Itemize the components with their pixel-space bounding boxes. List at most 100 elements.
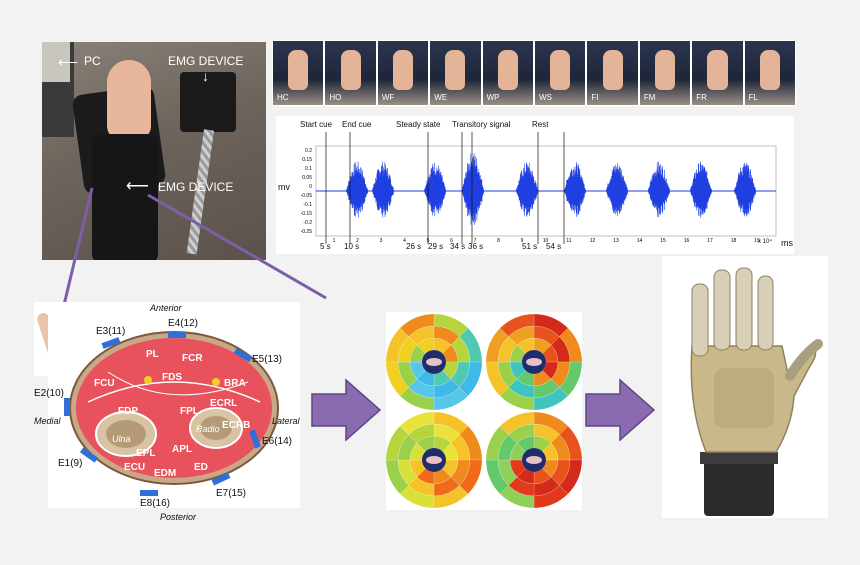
- gesture-label: HC: [277, 93, 289, 102]
- muscle-fpl: FPL: [180, 406, 199, 417]
- emg-burst-path: [371, 161, 395, 218]
- ytick-label: -0.2: [303, 220, 312, 226]
- gesture-fl: FL: [744, 41, 796, 105]
- muscle-fcr: FCR: [182, 353, 203, 364]
- heatmap-panel: [385, 312, 583, 510]
- emg-burst-path: [461, 153, 485, 225]
- heatmap-wheels: [385, 313, 583, 509]
- anterior-label: Anterior: [150, 303, 182, 313]
- gesture-label: FI: [591, 93, 599, 102]
- elec-label-e6: E6(14): [262, 436, 293, 447]
- heatmap-sector: [550, 361, 571, 388]
- arrow-pc: ⟵: [58, 54, 79, 70]
- gesture-hand: [550, 49, 571, 90]
- medial-label: Medial: [34, 416, 61, 426]
- ylabel: mv: [278, 182, 290, 192]
- gesture-hand: [288, 49, 309, 90]
- ytick-label: 0.1: [305, 166, 312, 172]
- xtick-label: 17: [707, 238, 713, 244]
- ann-start-cue: Start cue: [300, 120, 333, 129]
- ann-steady-state: Steady state: [396, 120, 441, 129]
- gesture-hand: [654, 49, 676, 90]
- cross-section-drawing: [69, 331, 279, 485]
- arm-sleeve: [92, 134, 158, 260]
- xtick-label: 2: [356, 238, 359, 244]
- ytick-label: -0.15: [301, 211, 313, 217]
- xtick-label: 7: [474, 238, 477, 244]
- pc-label: PC: [84, 54, 101, 68]
- hand-icon: [426, 358, 442, 366]
- lateral-label: Lateral: [272, 416, 300, 426]
- gesture-label: HO: [329, 93, 342, 102]
- muscle-fcu: FCU: [94, 378, 115, 389]
- bone-ulna: Ulna: [112, 434, 131, 444]
- heatmap-sector: [399, 485, 435, 509]
- muscle-ed: ED: [194, 462, 208, 473]
- ytick-label: 0.05: [302, 175, 312, 181]
- x-multiplier: x 10⁴: [758, 239, 772, 245]
- ytick-label: 0.2: [305, 148, 312, 154]
- heatmap-sector: [533, 411, 569, 435]
- gesture-hand: [707, 49, 728, 90]
- tm-54s: 54 s: [546, 242, 562, 251]
- elec-label-e2: E2(10): [34, 388, 65, 399]
- setup-photo: PC ⟵ EMG DEVICE ↓ EMG DEVICE ⟵: [42, 42, 266, 260]
- heatmap-sector: [408, 476, 435, 497]
- emg-burst-path: [515, 162, 539, 217]
- hand-icon: [526, 456, 542, 464]
- gesture-label: FR: [696, 93, 707, 102]
- muscle-fdp: FDP: [118, 406, 138, 417]
- xtick-label: 11: [566, 238, 571, 244]
- xtick-label: 10: [543, 238, 549, 244]
- elec-label-e7: E7(15): [216, 488, 247, 499]
- heatmap-sector: [433, 411, 469, 435]
- ytick-label: -0.05: [301, 193, 313, 199]
- bone-radio: Radio: [196, 424, 220, 434]
- hand-icon: [426, 456, 442, 464]
- gesture-fi: FI: [587, 41, 638, 105]
- heatmap-sector: [499, 411, 535, 435]
- hand-icon: [526, 358, 542, 366]
- xtick-label: 14: [637, 238, 643, 244]
- emg-device-arm-label: EMG DEVICE: [158, 180, 234, 194]
- arrow-arm: ⟵: [126, 178, 149, 195]
- electrode-e4: [168, 332, 186, 338]
- emg-burst-path: [733, 162, 757, 217]
- xtick-label: 16: [684, 238, 690, 244]
- muscle-apl: APL: [172, 444, 192, 455]
- tm-5s: 5 s: [320, 242, 331, 251]
- xtick-label: 12: [590, 238, 596, 244]
- muscle-ecrl: ECRL: [210, 398, 238, 409]
- gesture-fm: FM: [639, 41, 691, 105]
- heatmap-sector: [433, 423, 460, 444]
- gesture-ws: WS: [535, 41, 586, 105]
- muscle-edm: EDM: [154, 468, 177, 479]
- emg-burst: [689, 161, 713, 218]
- gesture-we: WE: [430, 41, 481, 105]
- emg-burst-path: [605, 163, 629, 217]
- prosthetic-hand: [690, 267, 823, 516]
- emg-burst: [733, 162, 757, 217]
- gesture-label: WF: [381, 93, 395, 102]
- xtick-label: 9: [521, 238, 524, 244]
- gesture-hand: [340, 49, 361, 90]
- emg-device-box: [180, 72, 236, 132]
- gesture-hc: HC: [273, 41, 324, 105]
- muscle-fds: FDS: [162, 372, 182, 383]
- emg-burst: [605, 163, 629, 217]
- gesture-hand: [497, 49, 518, 90]
- ytick-label: 0: [309, 184, 312, 190]
- ann-transitory: Transitory signal: [452, 120, 511, 129]
- muscle-pl: PL: [146, 349, 159, 360]
- muscle-epl: EPL: [136, 448, 156, 459]
- elec-label-e5: E5(13): [252, 354, 283, 365]
- tm-34s: 34 s: [450, 242, 466, 251]
- gesture-hand: [602, 49, 623, 90]
- xtick-label: 8: [497, 238, 500, 244]
- emg-burst: [563, 162, 587, 217]
- heatmap-sector: [399, 411, 435, 435]
- prosthetic-hand-photo: [662, 256, 828, 518]
- muscle-bra: BRA: [224, 378, 246, 389]
- emg-burst-path: [563, 162, 587, 217]
- emg-device-top-label: EMG DEVICE: [168, 54, 244, 68]
